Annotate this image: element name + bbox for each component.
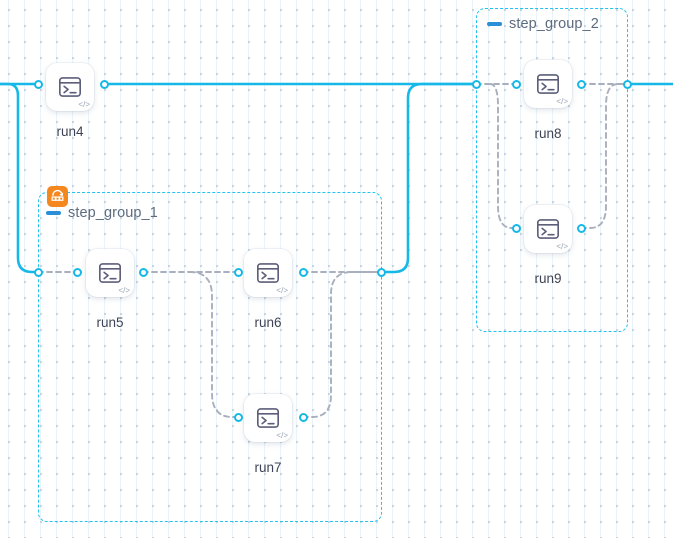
edge-canvas-in-group1 [0, 82, 40, 274]
node-label-run5: run5 [96, 315, 124, 330]
node-run4[interactable]: </> [46, 63, 94, 111]
terminal-icon [257, 263, 279, 283]
code-icon: </> [118, 286, 130, 295]
group-header-step-group-1[interactable]: step_group_1 [46, 205, 158, 221]
code-icon: </> [276, 286, 288, 295]
terminal-icon [257, 408, 279, 428]
group-title-step-group-1: step_group_1 [68, 205, 158, 221]
collapse-dash-icon[interactable] [487, 22, 502, 26]
node-run5[interactable]: </> [86, 249, 134, 297]
node-run6[interactable]: </> [244, 249, 292, 297]
code-icon: </> [556, 242, 568, 251]
node-run9[interactable]: </> [524, 205, 572, 253]
group-box-step-group-2[interactable] [476, 8, 628, 332]
terminal-icon [537, 219, 559, 239]
terminal-icon [59, 77, 81, 97]
code-icon: </> [276, 431, 288, 440]
group-box-step-group-1[interactable] [38, 192, 382, 522]
node-label-run7: run7 [254, 460, 282, 475]
group-title-step-group-2: step_group_2 [509, 16, 599, 32]
port-run9-input[interactable] [512, 224, 521, 233]
port-run8-output[interactable] [577, 80, 586, 89]
collapse-dash-icon[interactable] [46, 211, 61, 215]
port-step-group-2-input[interactable] [472, 80, 481, 89]
port-run9-output[interactable] [577, 224, 586, 233]
port-step-group-2-output[interactable] [623, 80, 632, 89]
port-run7-input[interactable] [234, 413, 243, 422]
node-label-run8: run8 [534, 126, 562, 141]
port-run6-input[interactable] [234, 268, 243, 277]
port-step-group-1-output[interactable] [377, 268, 386, 277]
node-run8[interactable]: </> [524, 60, 572, 108]
port-run5-input[interactable] [73, 268, 82, 277]
port-run4-output[interactable] [100, 80, 109, 89]
retry-group-icon [47, 186, 68, 207]
node-label-run6: run6 [254, 315, 282, 330]
port-step-group-1-input[interactable] [34, 268, 43, 277]
code-icon: </> [78, 100, 90, 109]
port-run5-output[interactable] [139, 268, 148, 277]
edge-group1-main [379, 82, 478, 274]
terminal-icon [99, 263, 121, 283]
port-run7-output[interactable] [299, 413, 308, 422]
group-header-step-group-2[interactable]: step_group_2 [487, 16, 599, 32]
code-icon: </> [556, 97, 568, 106]
port-run4-input[interactable] [34, 80, 43, 89]
port-run8-input[interactable] [512, 80, 521, 89]
port-run6-output[interactable] [299, 268, 308, 277]
terminal-icon [537, 74, 559, 94]
node-label-run4: run4 [56, 124, 84, 139]
node-run7[interactable]: </> [244, 394, 292, 442]
node-label-run9: run9 [534, 271, 562, 286]
